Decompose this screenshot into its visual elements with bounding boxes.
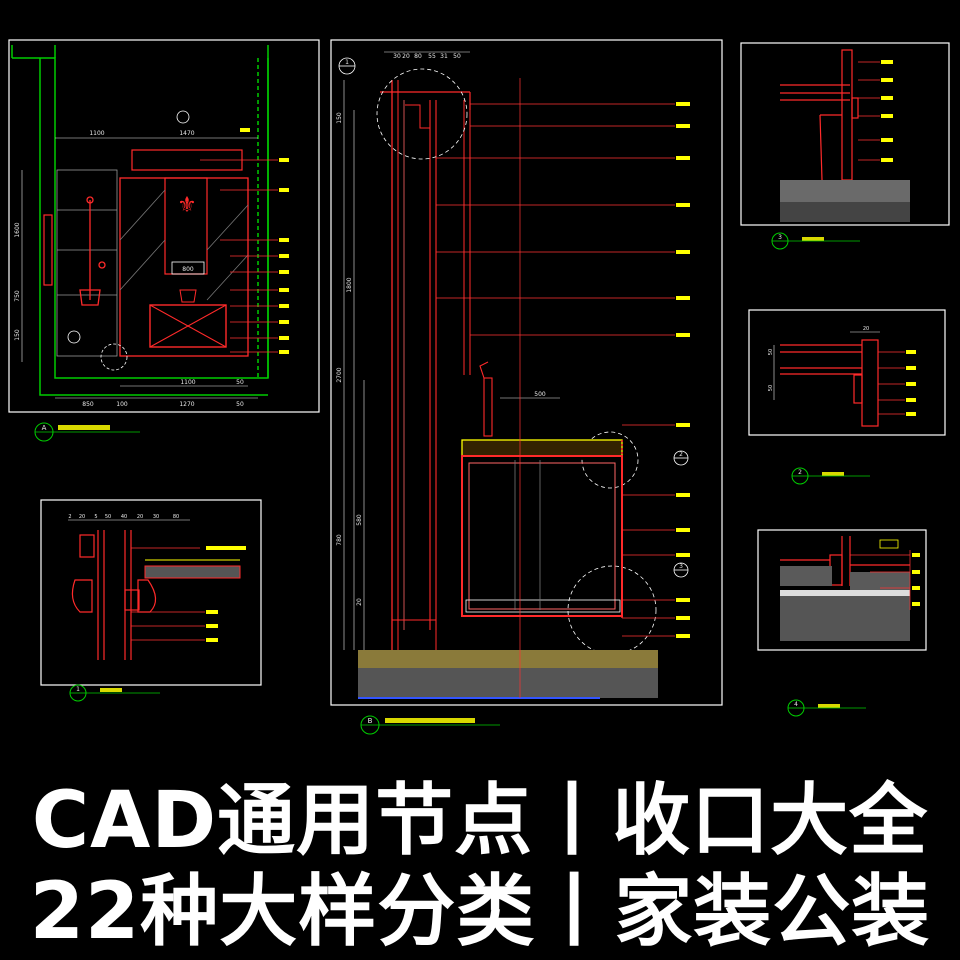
detail-1-dim-8: 80: [173, 514, 179, 520]
section-b-dim-side-3: 780: [336, 534, 343, 546]
detail-1-leaders: [131, 547, 205, 641]
section-b-dim-top-6: 50: [453, 53, 461, 60]
section-b-marker: B: [368, 717, 373, 725]
section-b-leaders: [436, 78, 675, 698]
panel-detail-1: 2 20 5 50 40 20 30 80: [40, 499, 262, 702]
headline-line-1: CAD通用节点丨收口大全: [31, 776, 929, 866]
chandelier-icon: ⚜: [177, 193, 197, 218]
detail-2-dim-side-1: 50: [768, 349, 774, 355]
section-b-wall-layers: [391, 80, 471, 656]
section-b-callouts: [338, 57, 689, 578]
section-b-dim-top-5: 31: [440, 53, 448, 60]
section-b-callout-2: 2: [679, 451, 683, 458]
section-b-detail-circle-bottom: [567, 565, 657, 655]
detail-3-annotation-tags: [881, 60, 893, 162]
elevation-a-dim-bottom-1: 850: [82, 401, 94, 408]
panel-section-b: 30 20 80 55 31 50 1800 2700 780 580 20 1…: [330, 39, 723, 735]
cabinet-section: [461, 439, 623, 620]
elevation-a-leaders: [200, 159, 278, 353]
vanity-elevation: [119, 149, 249, 357]
elevation-a-dim-bottom-2: 100: [116, 401, 128, 408]
section-b-dim-side-1: 1800: [346, 277, 353, 292]
detail-3-screed: [780, 180, 910, 202]
detail-1-title: 1: [69, 684, 160, 702]
detail-4-tile-bed: [780, 566, 832, 586]
elevation-a-annotation-tags: [240, 128, 289, 354]
detail-4-marker: 4: [794, 701, 798, 708]
elevation-a-dim-side-1: 1600: [14, 222, 21, 237]
towel-rail: [43, 214, 53, 286]
elevation-a-dim-bottom-3: 1270: [179, 401, 194, 408]
section-b-dim-top-3: 80: [414, 53, 422, 60]
elevation-a-level-marker: [67, 330, 81, 344]
detail-1-dim-4: 50: [105, 514, 111, 520]
detail-1-countertop: [144, 565, 241, 579]
section-b-floor: [358, 650, 658, 699]
section-b-dim-side-5: 20: [356, 598, 363, 606]
section-b-callout-3: 3: [679, 563, 683, 570]
detail-3-title: 3: [771, 232, 860, 250]
section-b-dim-cabinet: 500: [534, 391, 546, 398]
elevation-a-dim-inner-3: 800: [182, 266, 194, 273]
panel-elevation-a: ⚜ 800 1100 1470 1600 750 150 1100 50 850…: [8, 39, 320, 442]
detail-2-annotation-tags: [906, 350, 916, 416]
detail-3-profile: [780, 49, 859, 181]
section-b-title: B: [360, 715, 500, 735]
elevation-a-dimension-lines: [21, 137, 258, 399]
detail-3-leaders: [858, 61, 880, 161]
elevation-a-dim-side-2: 750: [14, 290, 21, 302]
elevation-a-dim-inner-1: 1100: [180, 379, 195, 386]
detail-4-title: 4: [787, 699, 866, 717]
detail-2-leaders: [878, 351, 905, 415]
detail-2-profile: [780, 339, 879, 427]
elevation-a-dim-top-2: 1470: [179, 130, 194, 137]
detail-1-annotation-tags: [206, 546, 246, 642]
elevation-a-title: A: [34, 422, 140, 442]
section-b-dim-side-6: 150: [336, 112, 343, 124]
section-b-annotation-tags: [676, 102, 690, 638]
detail-2-dim-top: 20: [863, 326, 869, 332]
headline-line-2: 22种大样分类丨家装公装: [29, 867, 931, 957]
detail-1-dim-7: 30: [153, 514, 159, 520]
detail-1-dim-5: 40: [121, 514, 127, 520]
detail-1-dim-6: 20: [137, 514, 143, 520]
section-b-dim-top-2: 20: [402, 53, 410, 60]
elevation-a-detail-circle: [100, 343, 128, 371]
elevation-a-dim-bottom-4: 50: [236, 401, 244, 408]
detail-2-dim-side-2: 50: [768, 385, 774, 391]
detail-1-marker: 1: [76, 686, 80, 693]
detail-4-annotation-tags: [912, 553, 920, 606]
detail-4-leaders: [850, 550, 911, 610]
panel-detail-4: 4: [757, 529, 927, 717]
section-b-dim-top-1: 30: [393, 53, 401, 60]
section-b-dim-side-4: 580: [356, 514, 363, 526]
section-b-detail-circle-top: [376, 68, 468, 160]
detail-1-dim-1: 2: [68, 514, 71, 520]
elevation-a-dim-side-3: 150: [14, 329, 21, 341]
elevation-a-index-marker: [176, 110, 190, 124]
panel-detail-3: 3: [740, 42, 950, 250]
shower-enclosure: [56, 169, 118, 357]
detail-3-marker: 3: [778, 234, 782, 241]
detail-2-marker: 2: [798, 469, 802, 476]
elevation-a-walls: [11, 45, 269, 396]
detail-1-profile: [71, 530, 157, 660]
section-b-callout-1: 1: [345, 59, 349, 66]
elevation-a-dim-top-1: 1100: [89, 130, 104, 137]
elevation-a-marker: A: [42, 424, 47, 432]
panel-detail-2: 20 50 50 2: [748, 309, 946, 485]
section-b-detail-circle-mid: [581, 431, 639, 489]
detail-4-profile: [780, 536, 910, 586]
elevation-a-dim-inner-2: 50: [236, 379, 244, 386]
detail-1-dim-3: 5: [94, 514, 97, 520]
faucet-section: [479, 361, 493, 437]
detail-2-title: 2: [791, 467, 870, 485]
section-b-dim-side-2: 2700: [336, 367, 343, 382]
section-b-dimension-lines: [343, 51, 560, 650]
section-b-dim-top-4: 55: [428, 53, 436, 60]
detail-1-dim-2: 20: [79, 514, 85, 520]
shower-fixture: [79, 196, 106, 306]
